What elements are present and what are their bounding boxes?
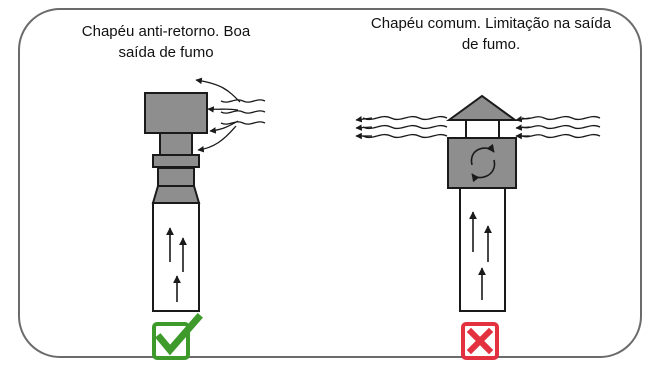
caption-line: saída de fumo xyxy=(118,44,214,61)
wind-line xyxy=(220,121,266,125)
wind-arrowhead xyxy=(355,116,373,123)
anti-return-cap-head xyxy=(144,92,208,134)
rounded-frame xyxy=(18,8,642,358)
wind-line xyxy=(220,110,266,114)
wind-line xyxy=(521,115,601,121)
wind-line xyxy=(362,115,448,121)
deflected-flow-arrow xyxy=(197,125,237,153)
wind-arrowhead xyxy=(515,115,531,123)
wind-lines-right-west xyxy=(355,115,448,140)
chimney-neck xyxy=(157,167,195,187)
caption-line: Chapéu anti-retorno. Boa xyxy=(81,23,251,40)
caption-common-cap: Chapéu comum. Limitação na saída de fumo… xyxy=(330,13,652,55)
common-chimney xyxy=(445,94,519,312)
deflected-flow-arrow xyxy=(195,77,241,103)
chimney-pipe xyxy=(152,202,200,312)
wind-line xyxy=(362,133,448,139)
caption-line: Chapéu comum. Limitação na saída xyxy=(370,15,612,32)
common-cap-roof xyxy=(445,94,519,121)
caption-anti-return-cap: Chapéu anti-retorno. Boa saída de fumo xyxy=(36,21,296,63)
caption-line: de fumo. xyxy=(461,36,521,53)
swirl-arrow xyxy=(470,143,495,166)
wind-line xyxy=(220,99,266,103)
cross-mark-icon xyxy=(461,322,499,360)
deflected-flow-arrow xyxy=(207,106,239,113)
chimney-cone xyxy=(151,185,201,204)
wind-arrowhead xyxy=(515,124,531,131)
chimney-stem xyxy=(159,131,193,156)
swirl-arrow xyxy=(471,159,496,183)
wind-lines-left xyxy=(195,77,266,153)
deflected-flow-arrow xyxy=(209,120,239,134)
wind-line xyxy=(521,133,601,139)
check-mark-icon xyxy=(152,313,203,360)
chimney-housing xyxy=(447,137,517,189)
wind-line xyxy=(521,124,601,130)
wind-arrowhead xyxy=(355,124,373,131)
anti-return-chimney xyxy=(144,92,208,312)
chimney-collar xyxy=(152,154,200,168)
wind-lines-right-east xyxy=(515,115,601,140)
wind-line xyxy=(362,124,448,130)
